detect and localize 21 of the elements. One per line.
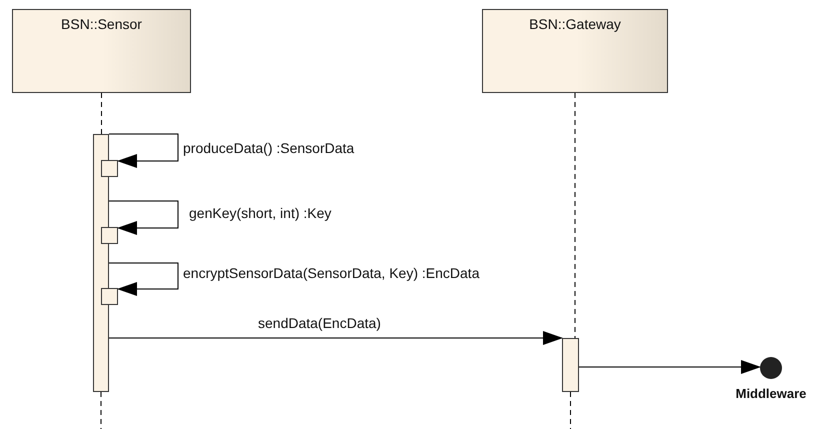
message-label: encryptSensorData(SensorData, Key) :EncData bbox=[183, 265, 480, 282]
activation-box bbox=[101, 288, 118, 305]
message-arrow bbox=[108, 262, 178, 296]
message-arrow bbox=[108, 134, 178, 168]
activation-bar bbox=[562, 338, 579, 392]
message-arrow bbox=[108, 331, 563, 345]
message-arrow bbox=[578, 360, 761, 374]
participant-name: BSN::Sensor bbox=[61, 16, 142, 34]
message-label: sendData(EncData) bbox=[258, 315, 381, 332]
participant-name: Middleware bbox=[736, 386, 806, 401]
participant-name: BSN::Gateway bbox=[529, 16, 621, 34]
lifeline bbox=[101, 92, 102, 134]
message-label: produceData() :SensorData bbox=[183, 140, 354, 157]
activation-box bbox=[101, 227, 118, 244]
lifeline-head bbox=[482, 9, 668, 93]
lifeline bbox=[574, 92, 576, 338]
activation-bar bbox=[93, 134, 109, 392]
activation-box bbox=[101, 160, 118, 177]
lifeline-head bbox=[12, 9, 191, 93]
message-arrow bbox=[108, 200, 178, 235]
message-label: genKey(short, int) :Key bbox=[189, 205, 332, 222]
